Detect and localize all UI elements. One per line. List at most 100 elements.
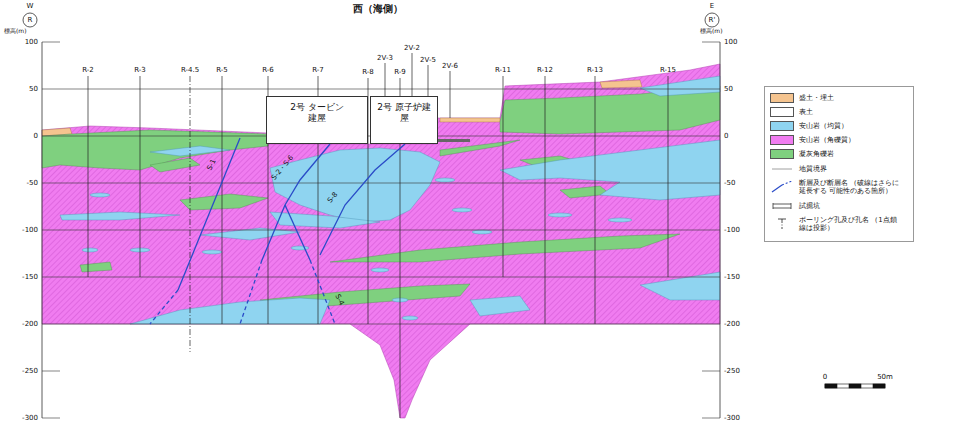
axis-number: -250 — [724, 368, 740, 375]
scale-bar — [825, 384, 837, 388]
borehole-line — [385, 63, 386, 100]
borehole-name: R-15 — [660, 67, 676, 74]
frame-line — [42, 42, 720, 418]
legend-text: 地質境界 — [799, 165, 903, 173]
legend-row: 表土 — [770, 107, 908, 117]
andesite-homogeneous-layer — [270, 148, 440, 222]
legend-row: 安山岩（角礫質） — [770, 135, 908, 145]
legend-row: 盛土・埋土 — [770, 93, 908, 103]
axis-number: -50 — [724, 180, 735, 187]
borehole-name: R-4.5 — [181, 67, 199, 74]
legend-row: 凝灰角礫岩 — [770, 149, 908, 159]
legend-text: 盛土・埋土 — [799, 94, 903, 102]
andesite-homogeneous-layer — [371, 268, 389, 272]
axis-number: 50 — [724, 86, 733, 93]
andesite-homogeneous-layer — [60, 212, 180, 220]
scale-number: 0 — [823, 374, 827, 381]
title: 西（海側） — [353, 4, 403, 14]
andesite-homogeneous-layer — [60, 76, 720, 324]
andesite-homogeneous-layer — [548, 213, 572, 217]
andesite-homogeneous-layer — [608, 218, 632, 222]
borehole-name: 2V-5 — [420, 57, 436, 64]
scale-bar — [825, 384, 885, 388]
andesite-homogeneous-layer — [472, 230, 492, 234]
borehole-name: R-11 — [495, 67, 511, 74]
legend-sample — [770, 200, 794, 212]
legend-text: 安山岩（角礫質） — [799, 136, 903, 144]
legend-row: 地質境界 — [770, 163, 908, 175]
axis-number: -150 — [724, 274, 740, 281]
grid-line — [702, 418, 720, 419]
tuff-breccia-layer — [150, 158, 200, 172]
legend-text: 安山岩（均質） — [799, 122, 903, 130]
pit-sample — [791, 203, 792, 209]
reference-circle — [705, 13, 719, 27]
fault-sample — [772, 185, 782, 192]
borehole-name: R-9 — [394, 69, 406, 76]
fault-line — [240, 260, 262, 324]
borehole-name: R-6 — [262, 67, 274, 74]
fault-line — [150, 290, 178, 324]
tuff-breccia-layer — [330, 234, 680, 262]
borehole-line — [190, 76, 191, 352]
scale-bar — [849, 384, 861, 388]
tuff-breccia-layer — [440, 140, 520, 156]
axis-number: -100 — [724, 227, 740, 234]
andesite-homogeneous-layer — [202, 250, 222, 254]
direction-mark: W — [27, 3, 34, 10]
andesite-homogeneous-layer — [82, 248, 98, 252]
grid-line — [42, 371, 60, 372]
legend-text: ボーリング孔及び孔名 （1点鎖線は投影） — [799, 216, 903, 233]
fault-line — [285, 205, 310, 260]
borehole-line — [545, 76, 546, 324]
borehole-line — [595, 76, 596, 324]
andesite-homogeneous-layer — [452, 208, 472, 212]
borehole-line — [450, 71, 451, 118]
frame-line — [720, 42, 721, 418]
scale-bar — [825, 384, 885, 388]
pit-sample — [773, 203, 791, 204]
legend-swatch — [770, 93, 794, 103]
borehole-line — [140, 76, 141, 277]
grid-line — [42, 42, 720, 418]
axis-number: 50 — [29, 86, 38, 93]
legend-row: 試掘坑 — [770, 200, 908, 212]
fault-line — [310, 260, 335, 324]
legend-sample — [770, 218, 794, 230]
grid-line — [42, 89, 720, 90]
andesite-breccia-body — [42, 64, 720, 418]
borehole-line — [88, 76, 89, 277]
axis-number: -150 — [22, 274, 38, 281]
fill-soil-patch — [600, 80, 642, 88]
tuff-breccia-layer — [560, 186, 610, 198]
axis-number: 0 — [724, 133, 728, 140]
building-name: 2号 タービン建屋 — [287, 102, 347, 125]
grid-line — [702, 371, 720, 372]
reference-circle — [23, 13, 37, 27]
borehole-line — [222, 76, 223, 324]
legend-row: ボーリング孔及び孔名 （1点鎖線は投影） — [770, 216, 908, 233]
axis-title: 標高(m) — [4, 28, 27, 34]
borehole-name: 2V-2 — [404, 45, 420, 52]
axis-number: 100 — [25, 39, 38, 46]
andesite-homogeneous-layer — [470, 296, 530, 316]
direction-mark: E — [710, 3, 714, 10]
borehole-line — [428, 65, 429, 100]
andesite-homogeneous-layer — [270, 212, 380, 228]
legend-swatch — [770, 107, 794, 117]
axis-number: 100 — [724, 39, 737, 46]
axis-number: -300 — [22, 415, 38, 422]
legend-text: 試掘坑 — [799, 202, 903, 210]
frame-line — [42, 42, 43, 418]
grid-line — [42, 183, 720, 184]
tuff-breccia-layer — [180, 194, 268, 210]
fault-line — [150, 138, 405, 324]
borehole-name: R-2 — [82, 67, 94, 74]
borehole-name: R-13 — [587, 67, 603, 74]
reference-circle — [23, 13, 719, 27]
grid-line — [42, 42, 60, 43]
legend-sample — [770, 181, 794, 193]
scale-bar — [873, 384, 885, 388]
legend-swatch — [770, 149, 794, 159]
